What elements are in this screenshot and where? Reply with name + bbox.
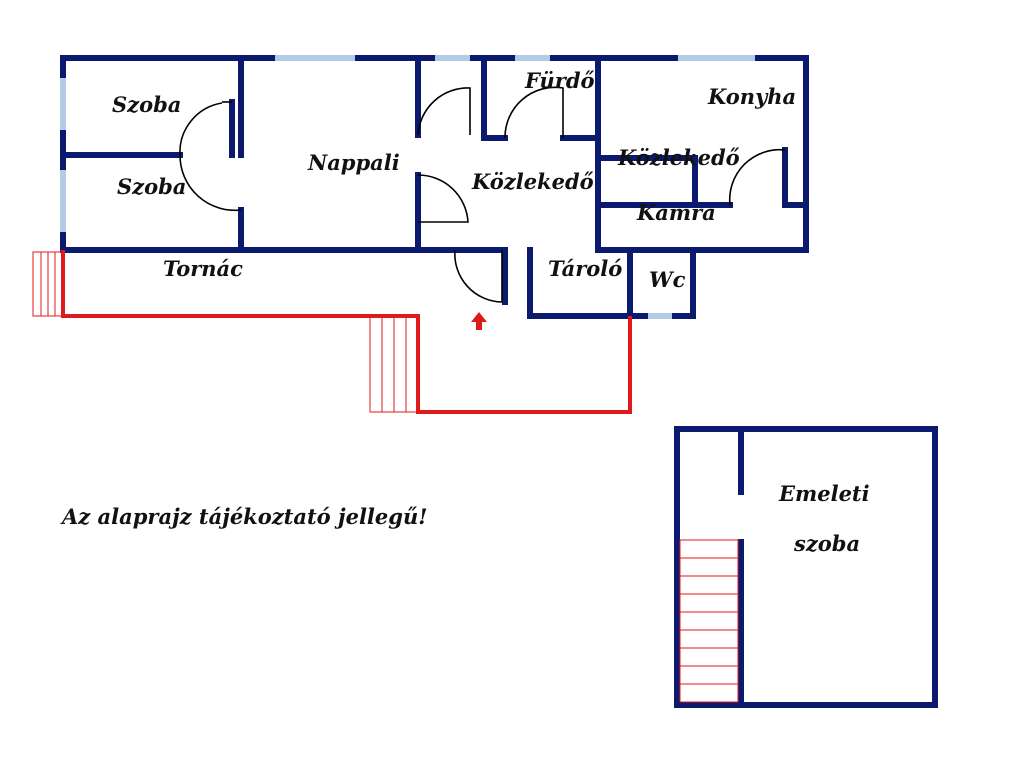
- disclaimer-note: Az alaprajz tájékoztató jellegű!: [60, 504, 427, 529]
- stairs-middle: [369, 315, 419, 413]
- interior-walls: [60, 55, 809, 253]
- doors: [179, 86, 786, 303]
- room-label-tarolo: Tároló: [548, 256, 622, 281]
- room-label-szoba-upper: szoba: [793, 531, 860, 556]
- room-label-konyha: Konyha: [707, 84, 796, 109]
- entrance-arrow-icon: [471, 312, 487, 330]
- room-label-kozlekedo-2: Közlekedő: [617, 145, 740, 170]
- terrace: [61, 250, 632, 414]
- windows: [60, 55, 755, 319]
- room-label-wc: Wc: [649, 267, 686, 292]
- room-label-tornac: Tornác: [163, 256, 243, 281]
- upper-floor-walls: [674, 426, 938, 708]
- room-label-emeleti: Emeleti: [778, 481, 870, 506]
- room-label-szoba-1: Szoba: [112, 92, 181, 117]
- room-label-kamra: Kamra: [636, 200, 716, 225]
- stairs-left: [32, 251, 64, 317]
- room-label-furdo: Fürdő: [524, 68, 595, 93]
- room-label-nappali: Nappali: [307, 150, 400, 175]
- room-label-szoba-2: Szoba: [117, 174, 186, 199]
- room-label-kozlekedo-1: Közlekedő: [471, 169, 594, 194]
- storage-wc-walls: [502, 247, 696, 319]
- upper-stairs: [679, 539, 739, 703]
